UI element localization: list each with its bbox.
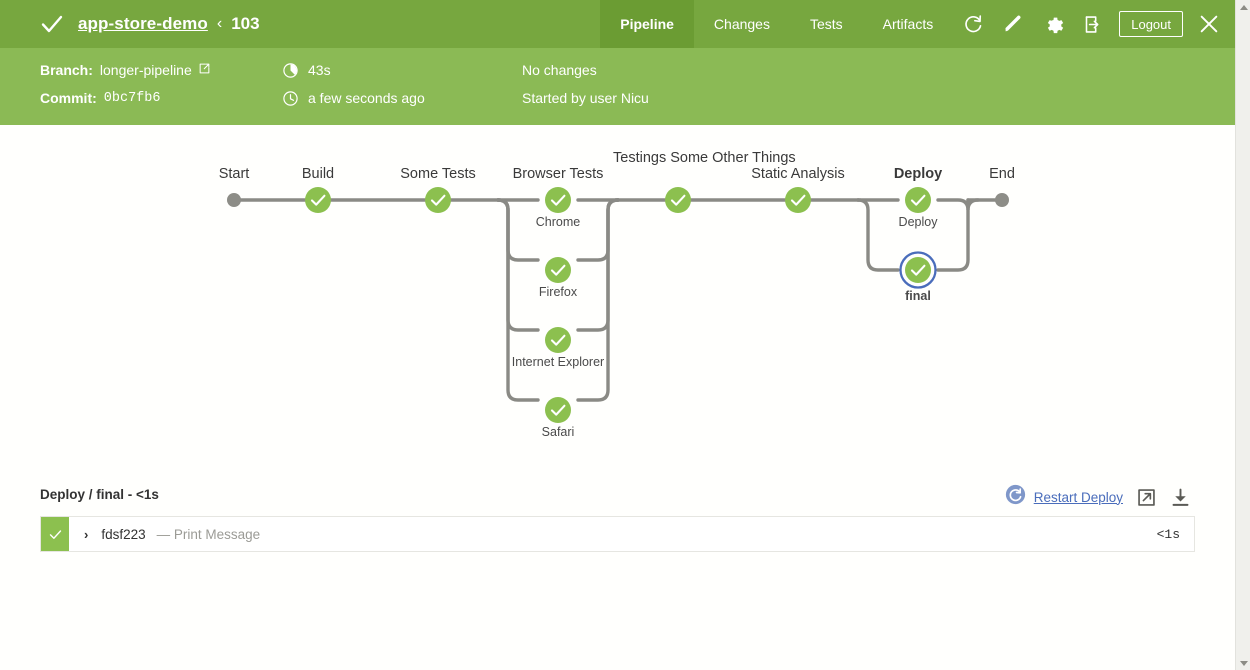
restart-deploy-button[interactable]: Restart Deploy — [1005, 484, 1123, 510]
rerun-icon[interactable] — [953, 0, 993, 48]
step-log-section: Deploy / final - <1s Restart Deploy — [0, 478, 1235, 552]
time-row: a few seconds ago — [282, 88, 425, 108]
restart-circle-icon — [1005, 484, 1026, 510]
close-icon[interactable] — [1183, 0, 1235, 48]
changes-value: No changes — [522, 62, 597, 78]
pipeline-label-start: Start — [218, 166, 250, 182]
scroll-down-arrow-icon[interactable] — [1236, 656, 1250, 670]
pipeline-node-start — [227, 193, 241, 207]
pipeline-node-testings-some-other-things[interactable] — [665, 187, 691, 213]
branch-row: Branch: longer-pipeline — [40, 60, 211, 80]
build-number: 103 — [231, 14, 260, 33]
breadcrumb-caret-icon: ‹ — [216, 15, 223, 32]
edit-pencil-icon[interactable] — [993, 0, 1033, 48]
pipeline-label-build: Build — [301, 166, 335, 182]
gear-icon[interactable] — [1033, 0, 1073, 48]
row-status-success-icon — [41, 517, 69, 551]
tab-tests[interactable]: Tests — [809, 16, 843, 32]
log-title: Deploy / final - <1s — [40, 487, 159, 502]
pipeline-node-deploy[interactable] — [905, 187, 931, 213]
scroll-up-arrow-icon[interactable] — [1236, 0, 1250, 14]
logout-arrow-icon[interactable] — [1073, 0, 1113, 48]
log-actions: Restart Deploy — [1005, 484, 1191, 510]
pipeline-graph: Start Build Some Tests Browser Tests Tes… — [0, 125, 1235, 475]
pipeline-node-firefox[interactable] — [545, 257, 571, 283]
build-meta-bar: Branch: longer-pipeline Commit: 0bc7fb6 — [0, 48, 1235, 125]
tab-pipeline[interactable]: Pipeline — [600, 0, 694, 48]
duration-value: 43s — [308, 62, 331, 78]
pipeline-graph-svg — [227, 187, 1009, 423]
time-ago-value: a few seconds ago — [308, 90, 425, 106]
log-header: Deploy / final - <1s Restart Deploy — [0, 478, 1235, 516]
pipeline-node-safari[interactable] — [545, 397, 571, 423]
pipeline-label-internet-explorer: Internet Explorer — [511, 355, 605, 369]
pipeline-edges — [232, 198, 1004, 402]
pipeline-node-build[interactable] — [305, 187, 331, 213]
commit-label: Commit: — [40, 90, 97, 106]
branch-label: Branch: — [40, 62, 93, 78]
pipeline-label-deploy: Deploy — [893, 166, 943, 182]
build-status-check-icon — [40, 12, 64, 36]
pipeline-label-end: End — [989, 166, 1015, 182]
pipeline-node-internet-explorer[interactable] — [545, 327, 571, 353]
header-right-controls: Pipeline Changes Tests Artifacts — [600, 0, 1235, 48]
top-header-bar: app-store-demo ‹ 103 Pipeline Changes Te… — [0, 0, 1235, 48]
pipeline-node-some-tests[interactable] — [425, 187, 451, 213]
pipeline-node-chrome[interactable] — [545, 187, 571, 213]
branch-value: longer-pipeline — [99, 62, 192, 78]
started-by-value: Started by user Nicu — [522, 90, 649, 106]
pipeline-label-deploy-child: Deploy — [898, 215, 938, 229]
branch-external-link-icon[interactable] — [198, 62, 211, 78]
clock-icon — [282, 90, 299, 107]
row-duration: <1s — [1156, 526, 1180, 542]
changes-row: No changes — [522, 60, 597, 80]
pipeline-node-static-analysis[interactable] — [785, 187, 811, 213]
table-row[interactable]: › fdsf223 — Print Message <1s — [40, 516, 1195, 552]
logout-button[interactable]: Logout — [1119, 11, 1183, 37]
row-expand-chevron-icon[interactable]: › — [84, 526, 89, 542]
pipeline-label-browser-tests: Browser Tests — [512, 166, 604, 182]
started-by-row: Started by user Nicu — [522, 88, 649, 108]
duration-icon — [282, 62, 299, 79]
pipeline-label-testings-some-other-things: Testings Some Other Things — [613, 150, 796, 166]
tab-artifacts[interactable]: Artifacts — [882, 16, 934, 32]
commit-value: 0bc7fb6 — [103, 90, 161, 106]
download-icon[interactable] — [1169, 486, 1191, 508]
row-step-name: fdsf223 — [101, 526, 146, 542]
row-step-description: — Print Message — [156, 526, 261, 542]
duration-row: 43s — [282, 60, 331, 80]
pipeline-label-safari: Safari — [541, 425, 575, 439]
pipeline-label-static-analysis: Static Analysis — [751, 166, 845, 182]
pipeline-label-chrome: Chrome — [535, 215, 581, 229]
commit-row: Commit: 0bc7fb6 — [40, 88, 161, 108]
restart-deploy-label: Restart Deploy — [1033, 489, 1123, 505]
pipeline-node-end — [995, 193, 1009, 207]
pipeline-label-some-tests: Some Tests — [400, 166, 476, 182]
pipeline-node-final-selected[interactable] — [899, 251, 937, 289]
page-scrollbar[interactable] — [1235, 0, 1250, 670]
open-external-icon[interactable] — [1135, 486, 1157, 508]
pipeline-label-final: final — [905, 289, 931, 303]
project-name-link[interactable]: app-store-demo — [78, 14, 208, 33]
pipeline-label-firefox: Firefox — [538, 285, 578, 299]
tab-changes[interactable]: Changes — [713, 16, 770, 32]
